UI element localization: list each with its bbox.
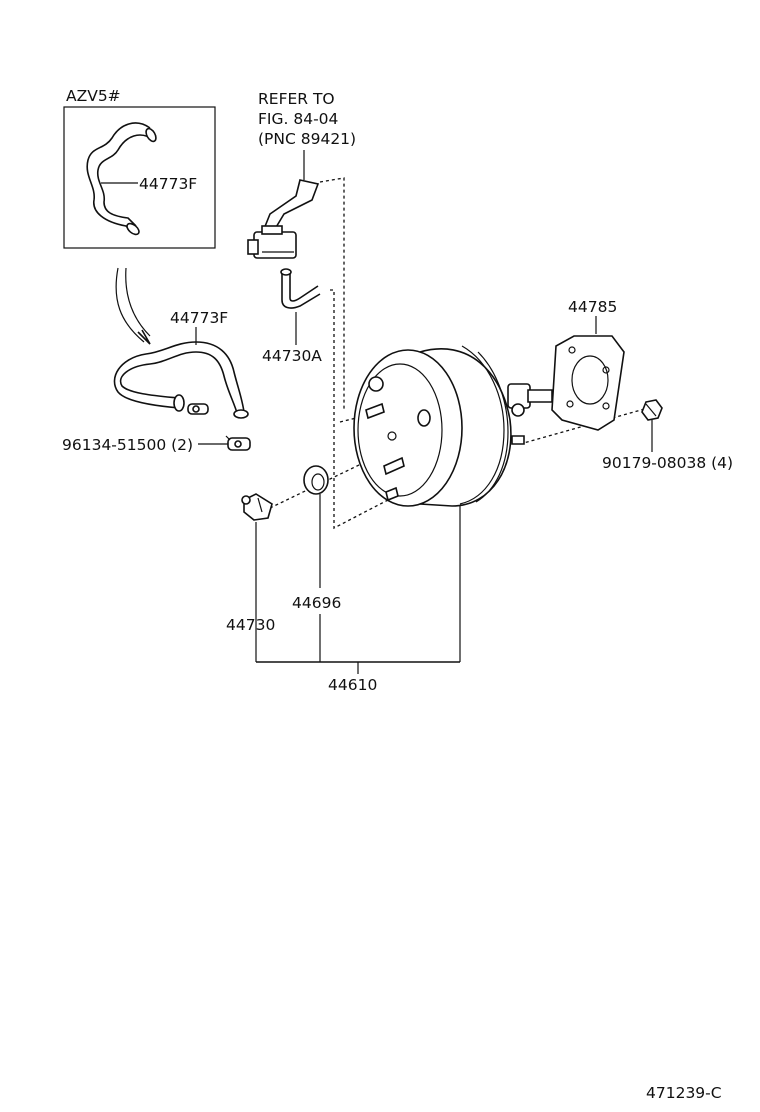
grommet — [303, 465, 329, 495]
hose-44730A — [280, 268, 321, 309]
nut — [641, 399, 663, 421]
clamp-lower — [225, 435, 251, 451]
booster-assy-label: 44610 — [328, 676, 377, 694]
hose-44773F — [113, 341, 249, 419]
clamp-upper — [187, 403, 209, 415]
variant-inset: AZV5# 44773F — [63, 87, 216, 249]
dash-guide-1 — [319, 177, 345, 410]
gasket-label: 44785 — [568, 298, 617, 316]
assembly-bracket — [255, 494, 461, 674]
refer-note-line3: (PNC 89421) — [258, 130, 356, 148]
inset-arrow — [115, 267, 151, 345]
gasket-44785 — [551, 335, 625, 431]
dash-guide-2 — [330, 289, 389, 530]
inset-frame — [63, 106, 216, 249]
hose-label: 44773F — [170, 309, 228, 327]
refer-note-line1: REFER TO — [258, 90, 335, 108]
hose-a-label: 44730A — [262, 347, 322, 365]
inset-hose — [86, 122, 157, 236]
brake-booster — [353, 345, 553, 507]
vacuum-sensor — [247, 179, 320, 259]
clamp-label: 96134-51500 (2) — [62, 436, 193, 454]
check-valve-label: 44730 — [226, 616, 275, 634]
nut-label: 90179-08038 (4) — [602, 454, 733, 472]
check-valve — [241, 493, 273, 521]
variant-label: AZV5# — [66, 87, 121, 105]
refer-note-line2: FIG. 84-04 — [258, 110, 338, 128]
figure-id: 471239-C — [646, 1084, 722, 1102]
grommet-label: 44696 — [292, 594, 341, 612]
inset-part-label: 44773F — [139, 175, 197, 193]
